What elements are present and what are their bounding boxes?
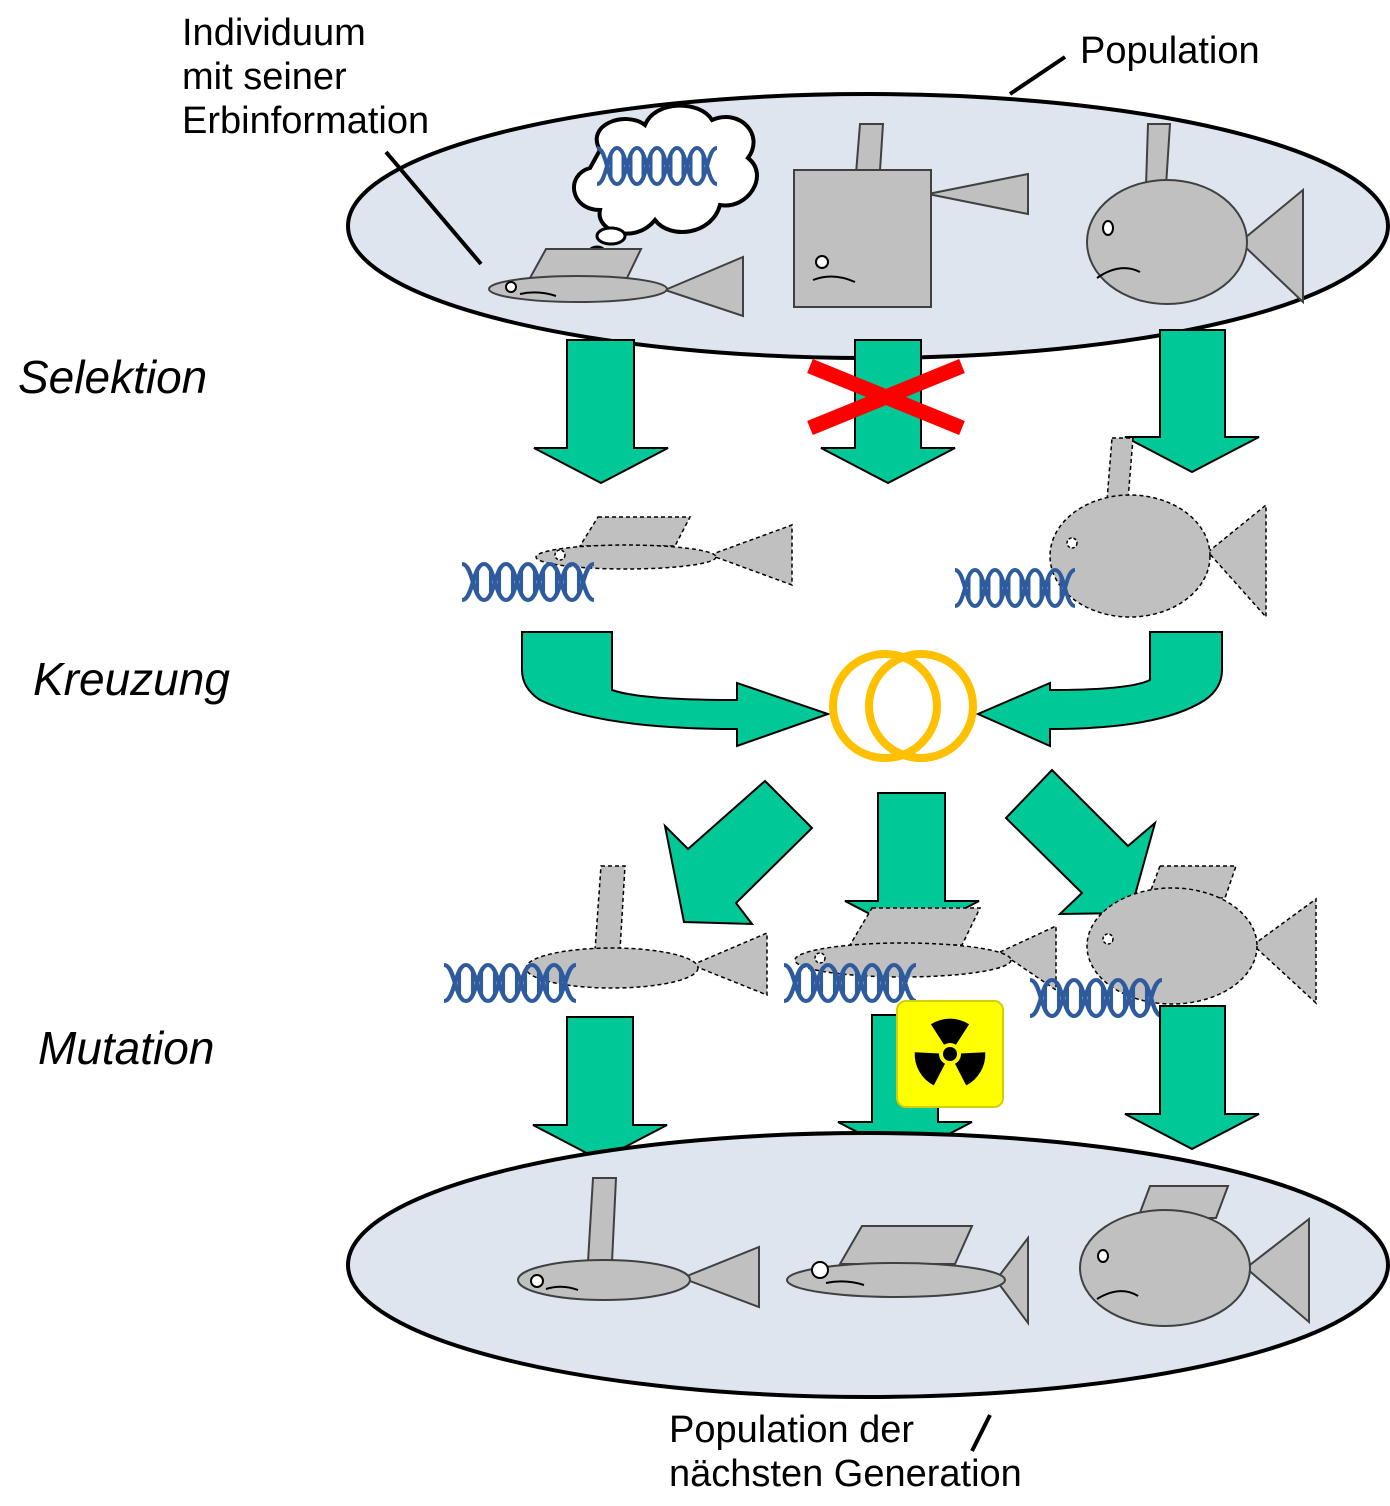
radiation-hazard-icon (896, 1000, 1004, 1108)
next-fish-2 (786, 1225, 1029, 1327)
label-population: Population (1080, 30, 1260, 72)
offspring-arrow-left (663, 779, 814, 926)
rings-icon (829, 650, 977, 762)
fish-round (1086, 123, 1304, 305)
stage-crossover: Kreuzung (33, 653, 230, 705)
stage-mutation: Mutation (38, 1022, 214, 1074)
label-individual: Individuum mit seiner Erbinformation (182, 12, 429, 142)
offspring-fish-2 (794, 907, 1057, 992)
selection-arrow-left (533, 339, 669, 485)
individual-pointer (384, 150, 483, 266)
label-next-population: Population der nächsten Generation (669, 1409, 1022, 1495)
population-pointer (1008, 55, 1067, 96)
crossover-arrow-right (975, 631, 1223, 748)
next-fish-3 (1079, 1185, 1310, 1327)
selection-arrow-middle (820, 339, 956, 485)
dna-icon (462, 564, 594, 600)
fish-slim (488, 248, 744, 318)
offspring-arrow-right (1004, 768, 1157, 916)
next-population-pointer (970, 1414, 992, 1452)
cross-mark-icon (807, 359, 965, 435)
mutation-arrow-left (532, 1016, 668, 1162)
offspring-fish-1 (525, 865, 768, 997)
selected-fish-round (1049, 437, 1267, 619)
next-fish-1 (517, 1177, 760, 1309)
stage-selection: Selektion (18, 351, 207, 403)
selection-arrow-right (1124, 329, 1260, 474)
mutation-arrow-right (1124, 1005, 1260, 1151)
fish-box (793, 123, 1029, 308)
selected-fish-slim (535, 516, 793, 587)
crossover-arrow-left (521, 631, 832, 748)
offspring-fish-3 (1086, 865, 1317, 1005)
